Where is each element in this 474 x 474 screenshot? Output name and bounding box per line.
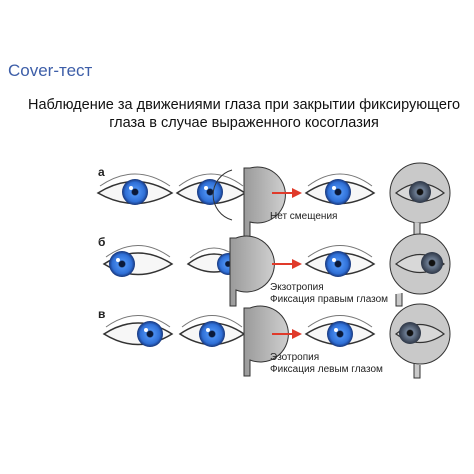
page-subtitle: Наблюдение за движениями глаза при закры… [14,96,474,132]
row-a-occluder-2 [389,162,451,239]
row-a-caption-1: Нет смещения [270,211,337,222]
row-label-b: б [98,235,105,249]
row-label-c: в [98,307,105,321]
row-b: б Экзотроп [98,233,451,307]
row-b-eye-3 [304,245,376,277]
row-a-eye-2 [175,173,247,205]
row-c-eye-2 [178,315,246,347]
row-a-occluder-1 [212,166,286,239]
row-a-eye-1 [96,173,174,205]
row-c-eye-3 [304,315,376,347]
page-title: Cover-тест [8,61,93,80]
row-c: в Э [98,303,451,379]
row-a-eye-3 [304,173,376,205]
row-a: а [96,162,451,239]
row-label-a: а [98,165,105,179]
row-b-caption-2: Фиксация правым глазом [270,294,388,305]
row-c-occluder-1 [243,305,289,377]
row-b-eye-1 [102,245,174,277]
row-a-arrow [272,188,302,198]
subtitle-line-1: Наблюдение за движениями глаза при закры… [27,97,461,113]
row-c-eye-1 [102,315,174,347]
row-c-occluder-2 [389,303,451,379]
subtitle-line-2: глаза в случае выраженного косоглазия [109,115,379,131]
row-b-caption-1: Экзотропия [270,282,324,293]
row-b-occluder-1 [229,235,275,307]
row-c-caption-1: Эзотропия [270,352,319,363]
row-b-occluder-2 [389,233,451,307]
row-c-caption-2: Фиксация левым глазом [270,364,383,375]
row-c-arrow [272,329,302,339]
row-b-arrow [272,259,302,269]
